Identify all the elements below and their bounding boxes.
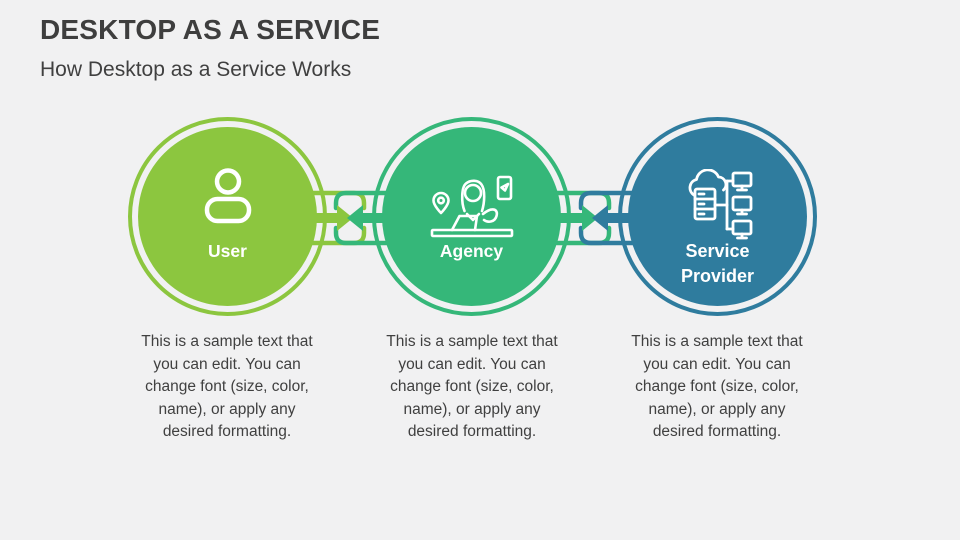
description-line: This is a sample text that xyxy=(141,333,313,350)
node-service-provider: Service Provider xyxy=(618,117,817,316)
arrow-right-icon xyxy=(310,205,353,231)
description-line: name), or apply any xyxy=(648,400,786,418)
cloud-servers-network-icon xyxy=(688,169,752,240)
node-service-provider-label: Service Provider xyxy=(680,241,755,286)
description-line: desired formatting. xyxy=(652,423,782,440)
arrow-left-icon xyxy=(592,205,635,231)
node-service-provider-ring xyxy=(618,117,817,316)
description-service-provider: This is a sample text that you can edit.… xyxy=(602,331,832,444)
description-line: name), or apply any xyxy=(158,400,296,418)
description-line: name), or apply any xyxy=(403,400,541,418)
description-line: you can edit. You can xyxy=(398,355,546,373)
description-line: you can edit. You can xyxy=(643,355,791,373)
node-agency: Agency xyxy=(372,117,571,316)
arrow-left-icon xyxy=(347,205,390,231)
node-agency-label: Agency xyxy=(439,241,504,261)
description-agency: This is a sample text that you can edit.… xyxy=(357,331,587,444)
description-line: This is a sample text that xyxy=(386,333,558,350)
description-line: This is a sample text that xyxy=(631,333,803,350)
description-line: desired formatting. xyxy=(162,423,292,440)
description-line: desired formatting. xyxy=(407,423,537,440)
description-line: change font (size, color, xyxy=(145,378,309,395)
user-icon xyxy=(204,168,251,224)
connector-agency-provider xyxy=(555,190,635,246)
agency-receptionist-icon xyxy=(430,175,513,238)
node-user: User xyxy=(128,117,327,316)
description-line: you can edit. You can xyxy=(153,355,301,373)
description-line: change font (size, color, xyxy=(635,378,799,395)
description-user: This is a sample text that you can edit.… xyxy=(112,331,342,444)
description-line: change font (size, color, xyxy=(390,378,554,395)
page-subtitle: How Desktop as a Service Works xyxy=(40,58,352,81)
node-user-fill xyxy=(138,127,317,306)
connector-user-agency xyxy=(310,190,390,246)
node-user-label: User xyxy=(208,241,247,261)
arrow-right-icon xyxy=(555,205,598,231)
page-title: DESKTOP AS A SERVICE xyxy=(40,14,381,45)
node-service-provider-fill xyxy=(628,127,807,306)
